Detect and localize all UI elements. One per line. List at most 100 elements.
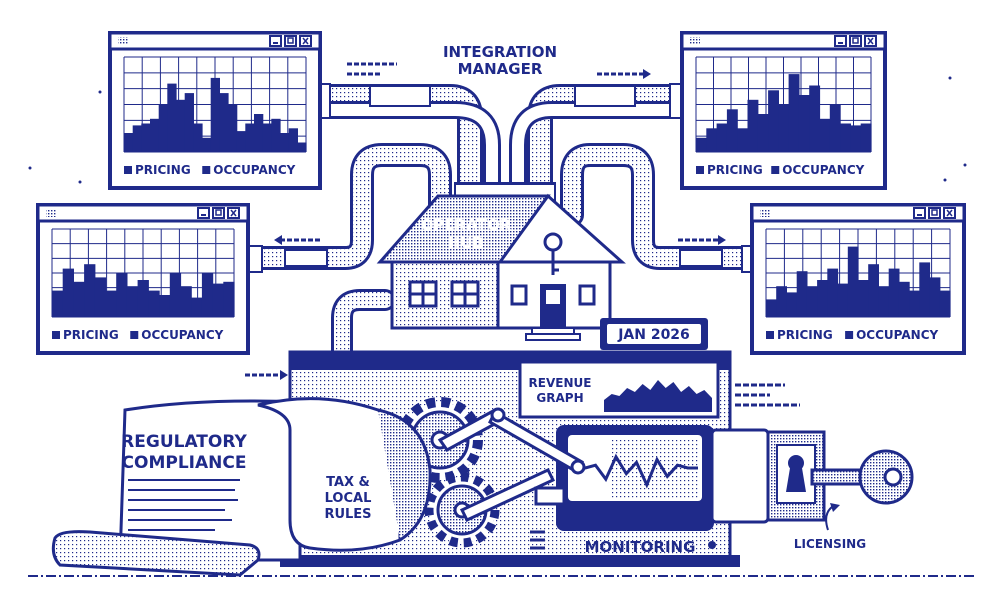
window-app-icon bbox=[118, 37, 128, 45]
chart-bar bbox=[158, 104, 168, 152]
window-titlebar bbox=[750, 203, 966, 223]
chart-bar bbox=[132, 125, 142, 152]
chart-bar bbox=[116, 273, 128, 317]
chart-bar bbox=[288, 128, 298, 153]
licensing-arrowhead bbox=[830, 503, 840, 512]
pipes bbox=[238, 84, 764, 366]
tax-label-line1: TAX & bbox=[326, 475, 370, 490]
operator-hub-house bbox=[376, 183, 626, 341]
chart-bar bbox=[726, 109, 738, 153]
chart-bar bbox=[52, 290, 64, 317]
chart-bar bbox=[806, 286, 818, 317]
legend-swatch-pricing bbox=[124, 166, 132, 174]
chart-bar bbox=[809, 85, 821, 152]
chart-bar bbox=[137, 280, 149, 317]
key-icon bbox=[543, 232, 563, 275]
tax-label-line2: LOCAL bbox=[325, 491, 372, 506]
revenue-label-line1: REVENUE bbox=[529, 376, 592, 390]
maximize-icon[interactable] bbox=[928, 207, 941, 219]
chart-bar bbox=[94, 277, 107, 317]
chart-bar bbox=[778, 104, 790, 152]
chart-bar bbox=[796, 271, 808, 317]
compliance-scroll bbox=[51, 397, 432, 577]
chart-bar bbox=[868, 264, 879, 317]
chart-bar bbox=[210, 77, 220, 152]
chart-bar bbox=[202, 137, 212, 153]
window-app-icon bbox=[690, 37, 700, 45]
chart-bar bbox=[167, 83, 177, 152]
legend-swatch-occupancy bbox=[771, 166, 780, 174]
chart-bar bbox=[201, 273, 214, 317]
maximize-icon[interactable] bbox=[284, 35, 297, 47]
licensing-lock bbox=[710, 428, 826, 524]
legend-swatch-pricing bbox=[696, 166, 704, 174]
flow-arrows bbox=[245, 62, 800, 407]
chart-bar bbox=[766, 299, 777, 317]
legend-swatch-occupancy bbox=[130, 331, 139, 339]
chart-bar bbox=[817, 280, 828, 317]
chart-bar bbox=[929, 277, 941, 317]
tax-label-line3: RULES bbox=[324, 507, 371, 522]
chart-bar bbox=[840, 123, 851, 152]
chart-bar bbox=[737, 128, 749, 153]
legend-occupancy: OCCUPANCY bbox=[856, 328, 938, 342]
minimize-icon[interactable] bbox=[269, 35, 282, 47]
legend-swatch-occupancy bbox=[202, 166, 211, 174]
chart-bar bbox=[126, 286, 139, 317]
chart-bar bbox=[776, 286, 787, 317]
chart-bar bbox=[280, 133, 290, 152]
compliance-title-line1: REGULATORY bbox=[121, 432, 247, 452]
legend-pricing: PRICING bbox=[707, 163, 763, 177]
chart-bar bbox=[193, 123, 203, 152]
revenue-label-line2: GRAPH bbox=[536, 391, 583, 405]
legend-pricing: PRICING bbox=[135, 163, 191, 177]
window-titlebar bbox=[36, 203, 250, 223]
chart-bar bbox=[223, 281, 235, 317]
chart-bar bbox=[860, 123, 872, 152]
maximize-icon[interactable] bbox=[849, 35, 862, 47]
window-app-icon bbox=[760, 209, 770, 217]
chart-bar bbox=[788, 74, 800, 152]
legend-pricing: PRICING bbox=[63, 328, 119, 342]
chart-bar bbox=[850, 125, 862, 152]
chart-bar bbox=[73, 281, 85, 317]
chart-bar bbox=[696, 137, 707, 153]
date-badge-text: JAN 2026 bbox=[617, 327, 690, 343]
chart-bar bbox=[706, 128, 718, 153]
monitoring-signal-line bbox=[575, 453, 698, 489]
legend-swatch-pricing bbox=[52, 331, 60, 339]
chart-bar bbox=[271, 118, 281, 153]
gears bbox=[397, 397, 586, 548]
chart-bar bbox=[180, 286, 192, 317]
minimize-icon[interactable] bbox=[913, 207, 926, 219]
licensing-label: LICENSING bbox=[794, 537, 866, 551]
chart-bar bbox=[212, 283, 224, 317]
chart-bar bbox=[176, 99, 186, 153]
window-titlebar bbox=[108, 31, 322, 51]
chart-bar bbox=[84, 264, 96, 317]
maximize-icon[interactable] bbox=[212, 207, 225, 219]
minimize-icon[interactable] bbox=[834, 35, 847, 47]
chart-bar bbox=[297, 142, 307, 152]
keyhole-icon bbox=[786, 455, 806, 492]
legend-swatch-pricing bbox=[766, 331, 774, 339]
chart-bar bbox=[919, 262, 931, 317]
chart-bar bbox=[148, 290, 160, 317]
chart-bar bbox=[768, 90, 779, 153]
legend-pricing: PRICING bbox=[777, 328, 833, 342]
chart-bar bbox=[888, 268, 900, 317]
minimize-icon[interactable] bbox=[197, 207, 210, 219]
chart-bar bbox=[827, 268, 839, 317]
hub-label-line1: OPERATOR bbox=[421, 216, 512, 234]
chart-bar bbox=[124, 133, 134, 152]
chart-bar bbox=[858, 280, 869, 317]
chart-bar bbox=[236, 131, 246, 152]
chart-bar bbox=[159, 295, 171, 317]
chart-bar bbox=[878, 286, 890, 317]
chart-bar bbox=[191, 297, 203, 317]
decorative-dots bbox=[28, 76, 967, 184]
